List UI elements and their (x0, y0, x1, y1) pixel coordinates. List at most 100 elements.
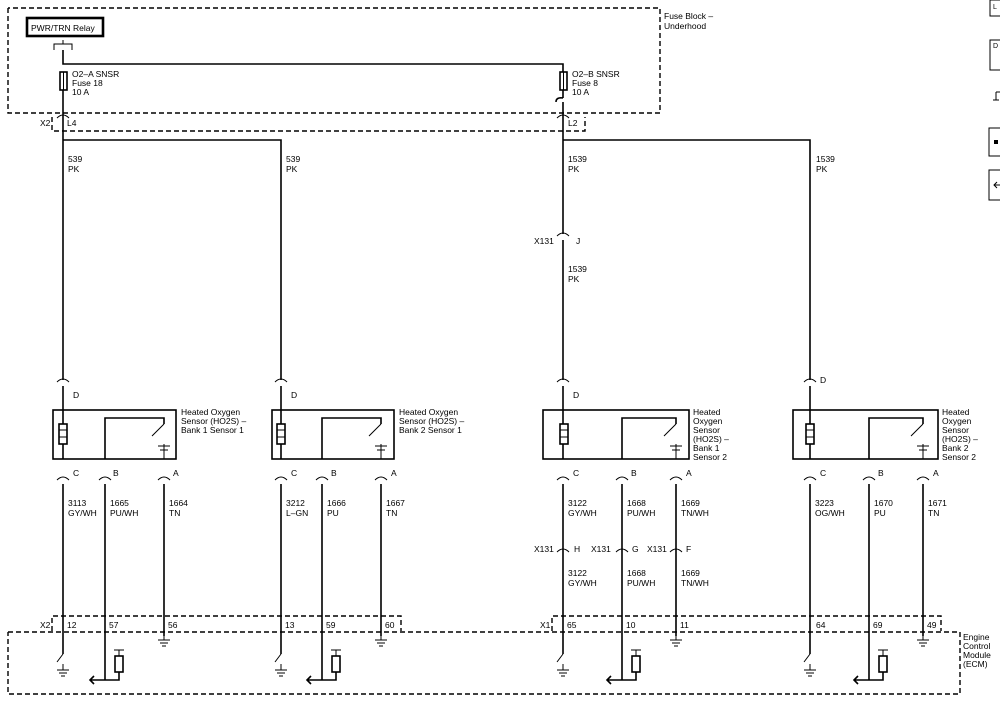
s2-pin-b: B (331, 468, 337, 478)
fuse-b-label-3: 10 A (572, 87, 589, 97)
ecm-pin-49: 49 (927, 620, 937, 630)
x131-g-connector: X131 (591, 544, 611, 554)
edge-icon-arrow (993, 181, 1000, 189)
s1-label-2: Sensor (HO2S) – (181, 416, 246, 426)
connector-x2-top: X2 (40, 118, 51, 128)
s1-wire-b-circuit: 1665 (110, 498, 129, 508)
fuse-8: O2–B SNSR Fuse 8 10 A (559, 69, 620, 97)
ecm-pin-60: 60 (385, 620, 395, 630)
feed-circuit-3: 1539 (568, 154, 587, 164)
s4-label-4: (HO2S) – (942, 434, 978, 444)
s3-pin-d: D (573, 390, 579, 400)
s3-pin-a: A (686, 468, 692, 478)
connector-x1-ecm: X1 (540, 620, 551, 630)
s4-label-3: Sensor (942, 425, 969, 435)
fuse-a-label-1: O2–A SNSR (72, 69, 119, 79)
s2-wire-c-circuit: 3212 (286, 498, 305, 508)
s3-label-6: Sensor 2 (693, 452, 727, 462)
feed-color-3: PK (568, 164, 580, 174)
feed-color-2: PK (286, 164, 298, 174)
ecm-pin-10: 10 (626, 620, 636, 630)
feed-circuit-4: 1539 (816, 154, 835, 164)
ecm-pin-59: 59 (326, 620, 336, 630)
s3-wire-b-color: PU/WH (627, 508, 655, 518)
s1-wire-a-circuit: 1664 (169, 498, 188, 508)
edge-tab-d: D (993, 43, 998, 50)
ecm-pin-65: 65 (567, 620, 577, 630)
s1-wire-c-circuit: 3113 (68, 498, 87, 508)
ecm-label-2: Control (963, 641, 991, 651)
s3-wire-a-color: TN/WH (681, 508, 709, 518)
s2-label-1: Heated Oxygen (399, 407, 458, 417)
s4-pin-a: A (933, 468, 939, 478)
ecm-pin-69: 69 (873, 620, 883, 630)
s2-wire-c-color: L–GN (286, 508, 308, 518)
x131-f-connector: X131 (647, 544, 667, 554)
ecm-label-3: Module (963, 650, 991, 660)
ho2s-bank2-sensor1: D Heated Oxygen Sensor (HO2S) – Bank 2 S… (271, 378, 464, 460)
fuse-b-label-1: O2–B SNSR (572, 69, 620, 79)
s3-wire-c-color: GY/WH (568, 508, 597, 518)
s3-wire2-c-color: GY/WH (568, 578, 597, 588)
s3-wire2-b-circuit: 1668 (627, 568, 646, 578)
edge-icon-square (994, 140, 998, 144)
s1-wire-b-color: PU/WH (110, 508, 138, 518)
connector-l2: L2 (568, 118, 578, 128)
x131-j-pin: J (576, 236, 580, 246)
ecm-pin-57: 57 (109, 620, 119, 630)
s2-wire-b-color: PU (327, 508, 339, 518)
inline-connector-x131-hgf: X131 H X131 G X131 F (534, 544, 691, 554)
s4-wire-b-color: PU (874, 508, 886, 518)
s2-pin-a: A (391, 468, 397, 478)
ecm-label-4: (ECM) (963, 659, 988, 669)
inline-connector-x131-j: X131 J (534, 232, 580, 246)
connector-x2-ecm: X2 (40, 620, 51, 630)
s4-label-1: Heated (942, 407, 970, 417)
ecm-pin-12: 12 (67, 620, 77, 630)
s1-pin-d: D (73, 390, 79, 400)
s1-pin-b: B (113, 468, 119, 478)
ho2s-bank1-sensor2: D Heated Oxygen Sensor (HO2S) – Bank 1 S… (542, 378, 729, 462)
s4-label-5: Bank 2 (942, 443, 969, 453)
pwr-trn-relay-label: PWR/TRN Relay (31, 23, 96, 33)
ecm-pin-56: 56 (168, 620, 178, 630)
feed-circuit-2: 539 (286, 154, 300, 164)
fuse-block-label-2: Underhood (664, 21, 706, 31)
s1-label-1: Heated Oxygen (181, 407, 240, 417)
s4-pin-c: C (820, 468, 826, 478)
feed-color-4: PK (816, 164, 828, 174)
s3-label-3: Sensor (693, 425, 720, 435)
s4-wire-b-circuit: 1670 (874, 498, 893, 508)
x131-h-pin: H (574, 544, 580, 554)
s1-wire-c-color: GY/WH (68, 508, 97, 518)
fuse-18: O2–A SNSR Fuse 18 10 A (59, 69, 119, 97)
s1-wire-a-color: TN (169, 508, 180, 518)
ecm-label-1: Engine (963, 632, 990, 642)
s2-pin-c: C (291, 468, 297, 478)
s3-label-2: Oxygen (693, 416, 723, 426)
s3-label-4: (HO2S) – (693, 434, 729, 444)
ecm-pin-64: 64 (816, 620, 826, 630)
ecm-internal-circuits (56, 636, 929, 685)
fuse-b-label-2: Fuse 8 (572, 78, 598, 88)
s3-pin-c: C (573, 468, 579, 478)
s3-wire2-a-circuit: 1669 (681, 568, 700, 578)
s1-pin-c: C (73, 468, 79, 478)
s1-pin-a: A (173, 468, 179, 478)
s3-wire2-b-color: PU/WH (627, 578, 655, 588)
ho2s-bank2-sensor2: D Heated Oxygen Sensor (HO2S) – Bank 2 S… (792, 375, 978, 462)
x131-h-connector: X131 (534, 544, 554, 554)
s3-label-5: Bank 1 (693, 443, 720, 453)
edge-tab-l: L (993, 4, 997, 11)
s2-label-2: Sensor (HO2S) – (399, 416, 464, 426)
s3-pin-b: B (631, 468, 637, 478)
x131-j-connector: X131 (534, 236, 554, 246)
s4-pin-d: D (820, 375, 826, 385)
x131-g-pin: G (632, 544, 639, 554)
feed2-circuit-3: 1539 (568, 264, 587, 274)
ecm-pin-11: 11 (680, 620, 689, 630)
s4-wire-c-circuit: 3223 (815, 498, 834, 508)
feed-color-1: PK (68, 164, 80, 174)
s2-pin-d: D (291, 390, 297, 400)
